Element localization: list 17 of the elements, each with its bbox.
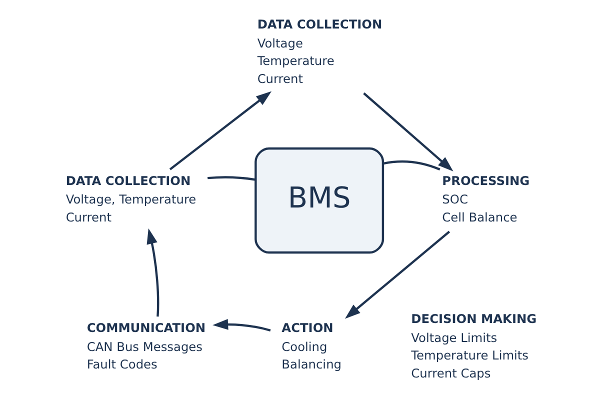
node-label: Current Caps bbox=[410, 366, 490, 380]
node-text: COMMUNICATION CAN Bus Messages Fault Codes bbox=[86, 320, 206, 372]
node-text: DATA COLLECTION Voltage, Temperature Current bbox=[65, 173, 196, 224]
node-label: Voltage Limits bbox=[410, 330, 497, 344]
node-text: ACTION Cooling Balancing bbox=[281, 320, 341, 372]
node-text: DATA COLLECTION Voltage Temperature Current bbox=[256, 17, 382, 86]
node-box: BMS bbox=[254, 146, 384, 254]
arrow bbox=[362, 92, 453, 171]
arrow bbox=[344, 230, 450, 318]
arrow bbox=[168, 90, 272, 170]
node-text: PROCESSING SOC Cell Balance bbox=[442, 173, 530, 224]
arrow bbox=[146, 228, 159, 316]
connector bbox=[207, 176, 256, 180]
node-label: DECISION MAKING bbox=[410, 312, 536, 326]
connector bbox=[382, 160, 440, 170]
arrow bbox=[212, 318, 270, 331]
node-label: Temperature Limits bbox=[410, 348, 528, 362]
